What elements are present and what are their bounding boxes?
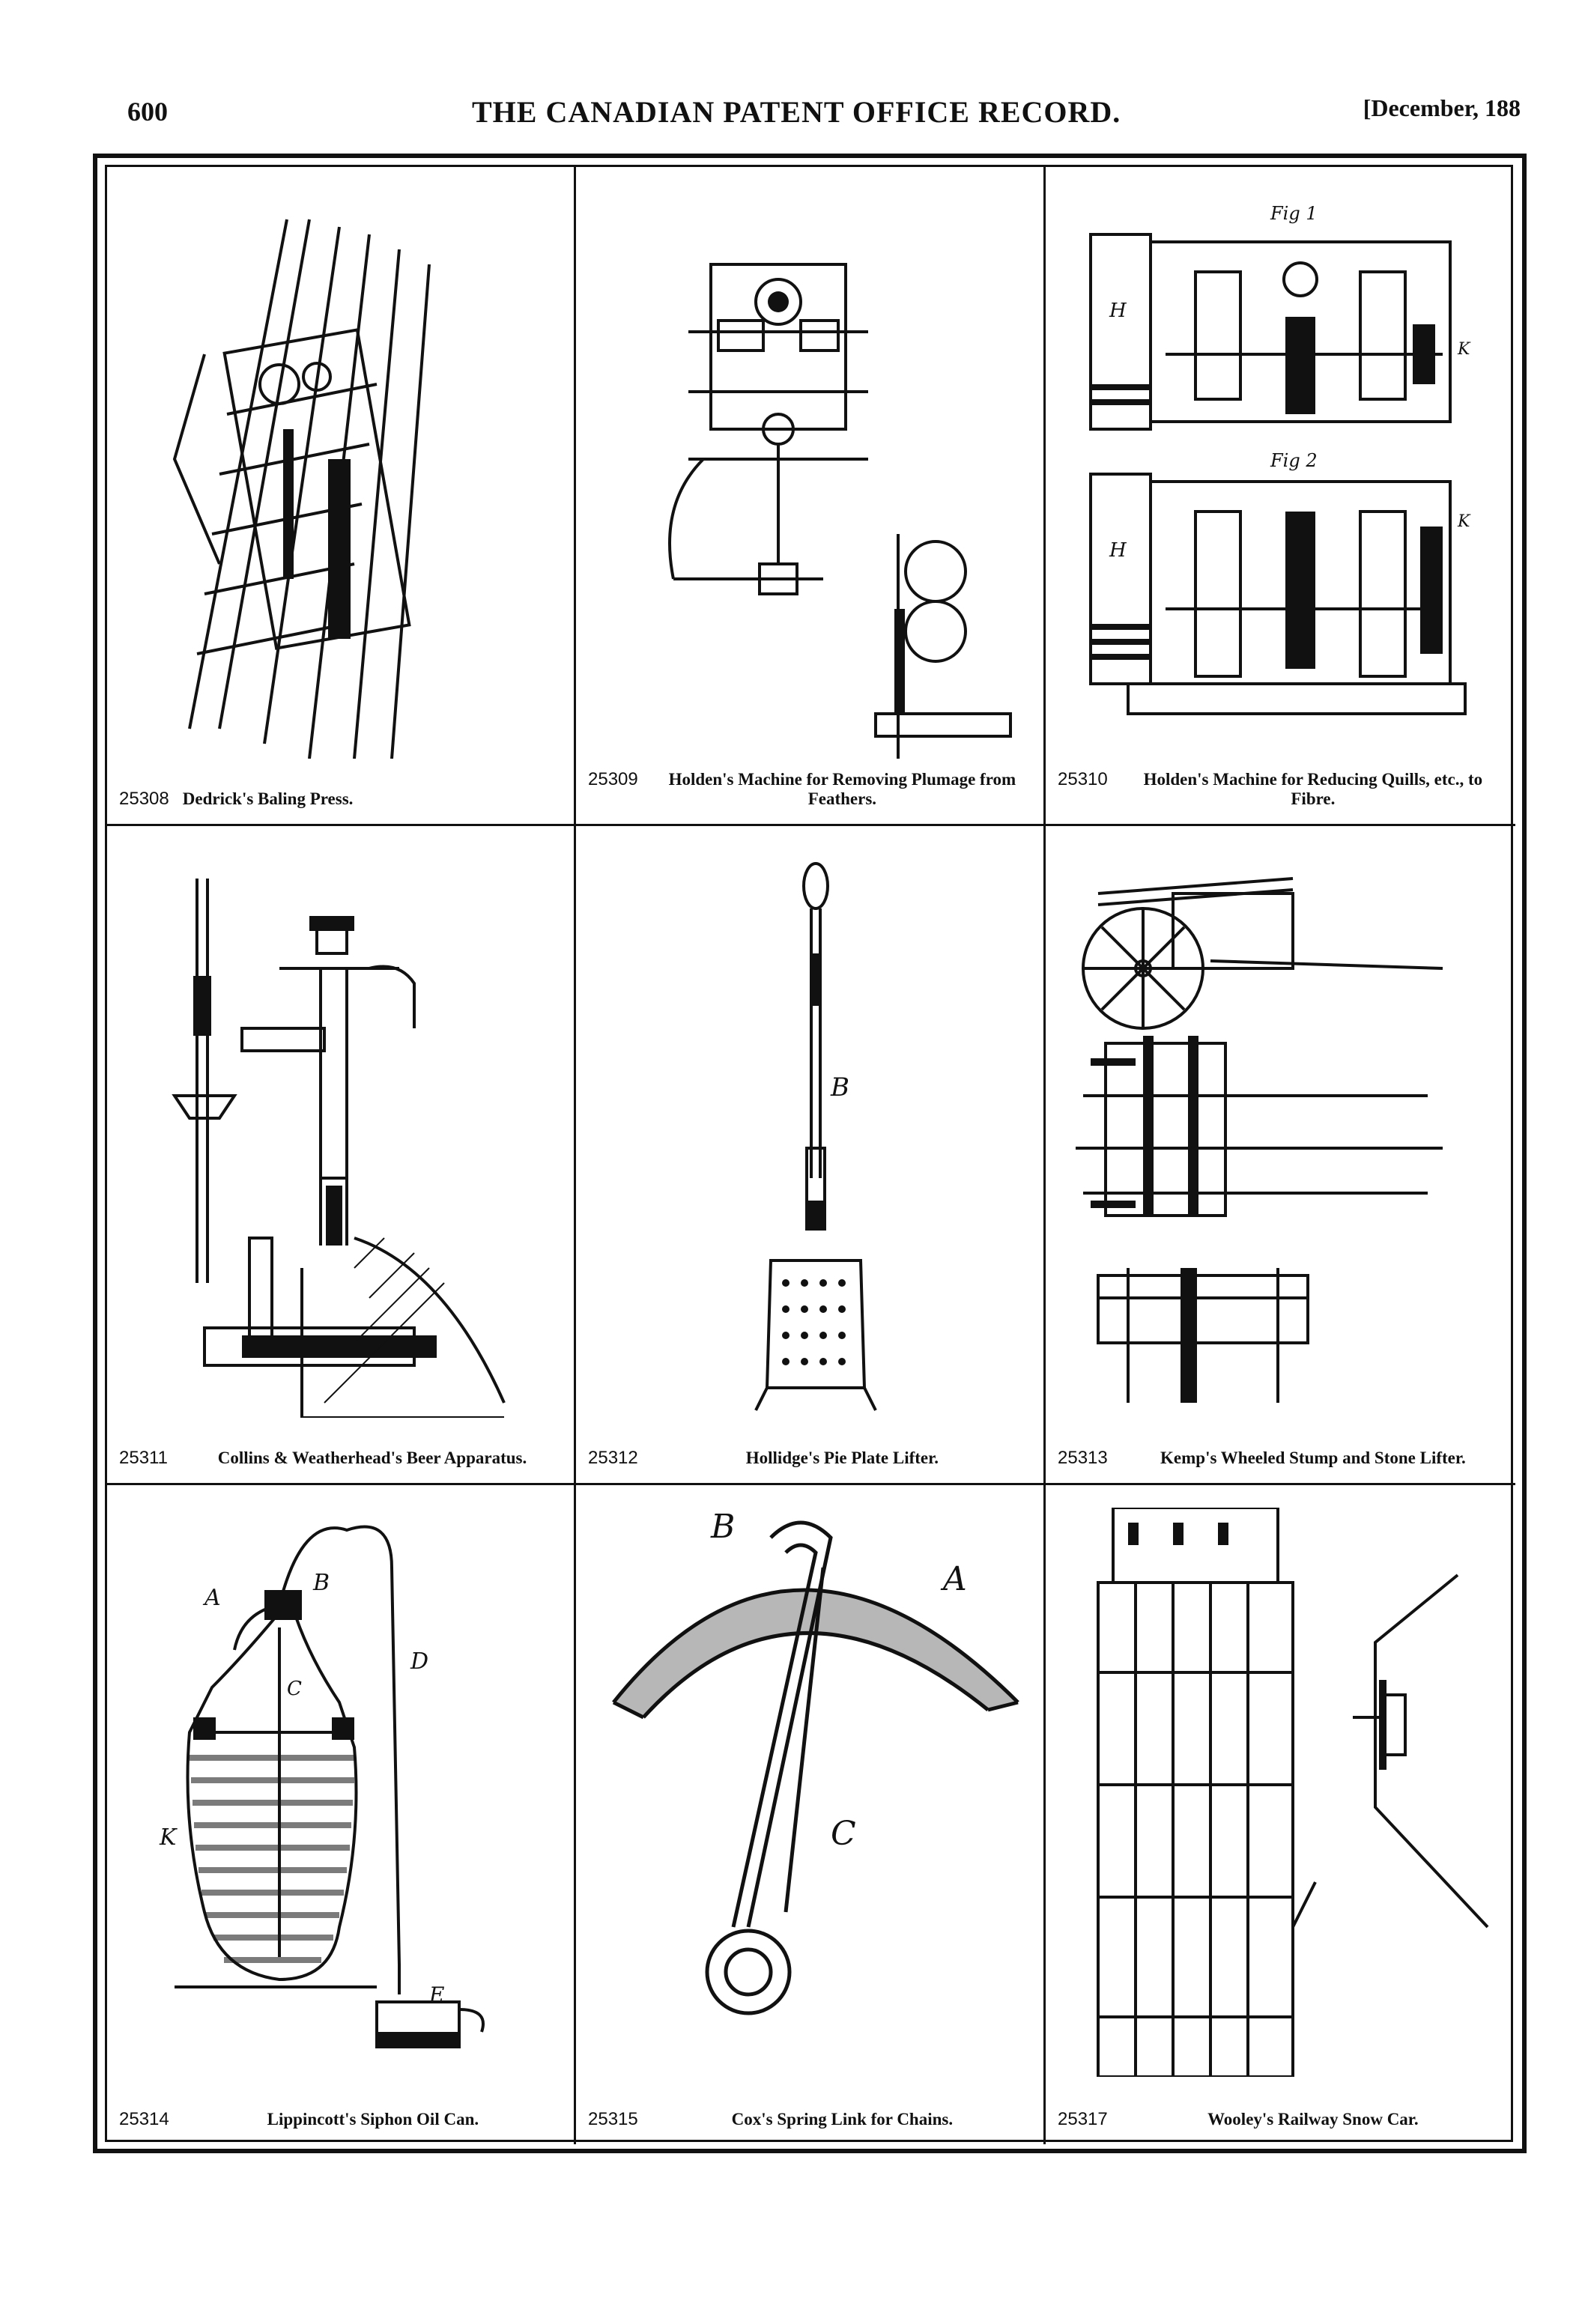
patent-cell-25313: 25313 Kemp's Wheeled Stump and Stone Lif… — [1046, 826, 1515, 1485]
patent-caption: 25308 Dedrick's Baling Press. — [119, 789, 563, 809]
patent-caption: 25312 Hollidge's Pie Plate Lifter. — [588, 1448, 1033, 1468]
patent-cell-25314: A B C D E K 25314 Lippincott's Siphon Oi… — [107, 1485, 576, 2144]
part-label: B — [830, 1073, 849, 1102]
patent-number: 25314 — [119, 2109, 169, 2129]
patent-title: Dedrick's Baling Press. — [182, 789, 354, 808]
part-label: C — [287, 1678, 302, 1700]
patent-title: Lippincott's Siphon Oil Can. — [267, 2110, 479, 2129]
patent-number: 25308 — [119, 789, 169, 809]
page-header: 600 THE CANADIAN PATENT OFFICE RECORD. [… — [112, 88, 1536, 141]
part-label: B — [710, 1508, 735, 1546]
patent-title: Collins & Weatherhead's Beer Apparatus. — [217, 1448, 527, 1467]
part-label: A — [940, 1560, 967, 1598]
patent-caption: 25315 Cox's Spring Link for Chains. — [588, 2110, 1033, 2129]
part-label: E — [428, 1982, 444, 2007]
patent-cell-25311: 25311 Collins & Weatherhead's Beer Appar… — [107, 826, 576, 1485]
patent-number: 25311 — [119, 1448, 168, 1468]
patent-number: 25312 — [588, 1448, 638, 1468]
patent-number: 25310 — [1058, 769, 1108, 789]
part-label: H — [1109, 539, 1127, 562]
patent-grid: 25308 Dedrick's Baling Press. — [105, 165, 1515, 2144]
patent-cell-25315: A B C 25315 Cox's Spring Link for Chains… — [576, 1485, 1046, 2144]
patent-caption: 25317 Wooley's Railway Snow Car. — [1058, 2110, 1505, 2129]
patent-title: Cox's Spring Link for Chains. — [731, 2110, 954, 2129]
plumage-machine-drawing — [668, 263, 1012, 759]
part-label: C — [831, 1815, 856, 1853]
baling-press-drawing — [172, 219, 431, 759]
patent-title: Holden's Machine for Removing Plumage fr… — [668, 770, 1016, 808]
patent-caption: 25309 Holden's Machine for Removing Plum… — [588, 770, 1033, 809]
fig-label: Fig 1 — [1270, 203, 1318, 224]
railway-snow-car-drawing — [1097, 1508, 1489, 2077]
patent-caption: 25314 Lippincott's Siphon Oil Can. — [119, 2110, 563, 2129]
patent-cell-25312: B 25312 Hollidge's Pie Plate Lifter. — [576, 826, 1046, 1485]
quills-machine-drawing: Fig 1 Fig 2 H H K K — [1089, 203, 1471, 715]
patent-caption: 25311 Collins & Weatherhead's Beer Appar… — [119, 1448, 563, 1468]
part-label: K — [1457, 340, 1471, 359]
patent-cell-25310: Fig 1 Fig 2 H H K K 25310 Holden's Machi… — [1046, 167, 1515, 826]
patent-number: 25313 — [1058, 1448, 1108, 1468]
part-label: H — [1109, 300, 1127, 322]
patent-title: Hollidge's Pie Plate Lifter. — [745, 1448, 939, 1467]
fig-label: Fig 2 — [1270, 450, 1318, 471]
part-label: K — [1457, 512, 1471, 531]
spring-link-drawing: A B C — [612, 1508, 1019, 2015]
siphon-oil-can-drawing: A B C D E K — [159, 1525, 485, 2048]
part-label: D — [410, 1648, 428, 1675]
patent-cell-25309: 25309 Holden's Machine for Removing Plum… — [576, 167, 1046, 826]
patent-caption: 25310 Holden's Machine for Reducing Quil… — [1058, 770, 1505, 809]
page-number: 600 — [127, 97, 168, 127]
patent-cell-25317: 25317 Wooley's Railway Snow Car. — [1046, 1485, 1515, 2144]
patent-number: 25309 — [588, 769, 638, 789]
beer-apparatus-drawing — [172, 879, 506, 1418]
stump-lifter-drawing — [1076, 877, 1443, 1403]
patent-title: Holden's Machine for Reducing Quills, et… — [1143, 770, 1483, 808]
part-label: B — [312, 1570, 330, 1596]
patent-number: 25317 — [1058, 2109, 1108, 2129]
issue-date: [December, 188 — [1363, 94, 1521, 121]
patent-cell-25308: 25308 Dedrick's Baling Press. — [107, 167, 576, 826]
patent-number: 25315 — [588, 2109, 638, 2129]
part-label: K — [159, 1824, 178, 1851]
patent-caption: 25313 Kemp's Wheeled Stump and Stone Lif… — [1058, 1448, 1505, 1468]
publication-title: THE CANADIAN PATENT OFFICE RECORD. — [472, 95, 1121, 129]
part-label: A — [202, 1585, 221, 1611]
pie-plate-lifter-drawing: B — [754, 862, 877, 1411]
patent-title: Wooley's Railway Snow Car. — [1207, 2110, 1419, 2129]
patent-title: Kemp's Wheeled Stump and Stone Lifter. — [1160, 1448, 1466, 1467]
page-border — [93, 154, 1527, 2153]
